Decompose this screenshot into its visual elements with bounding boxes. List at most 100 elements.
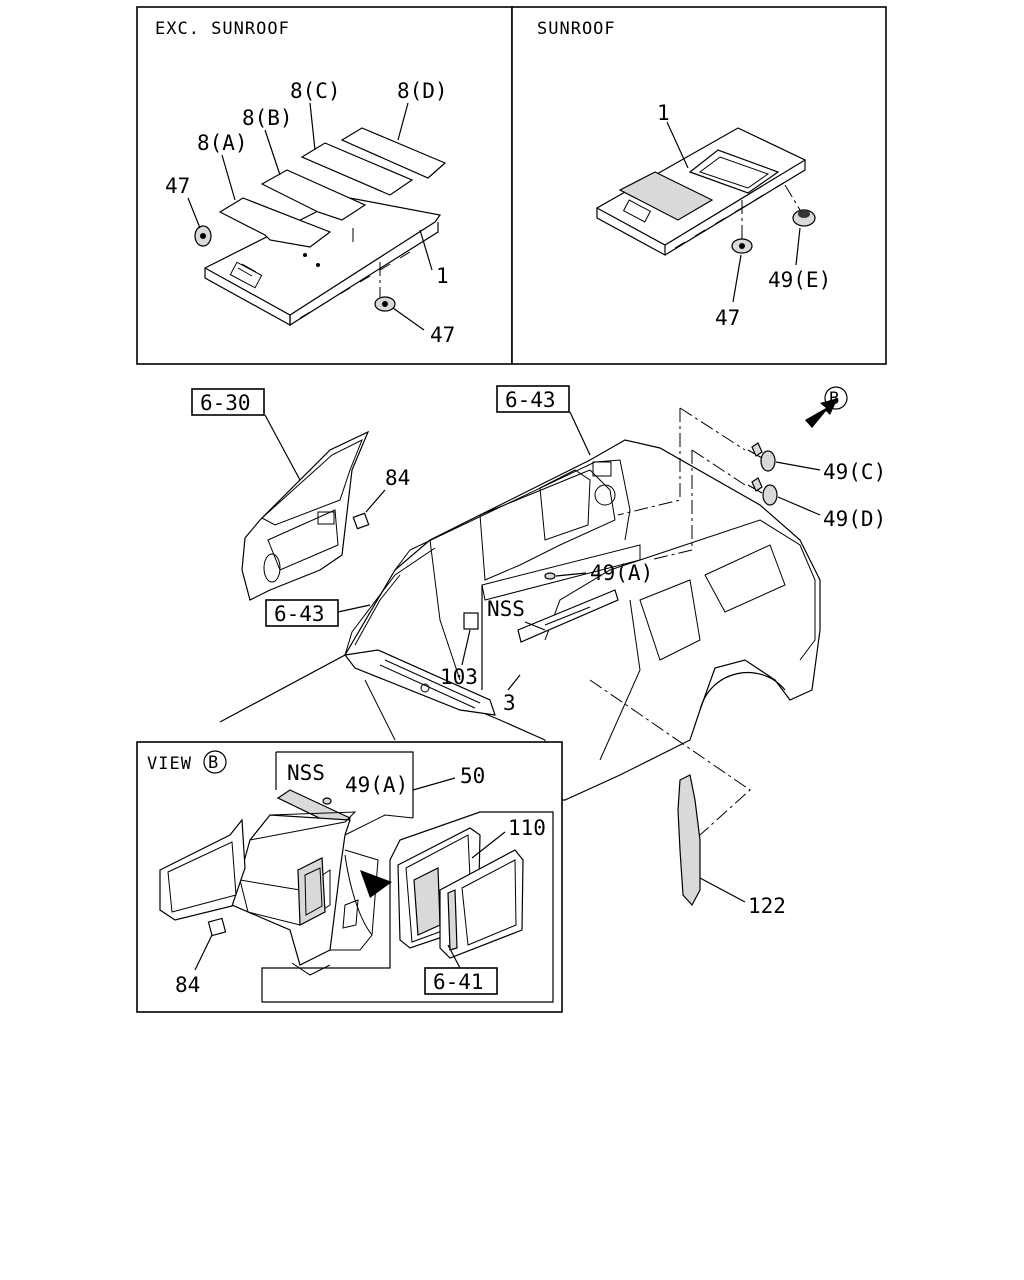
sunroof-lamp-cutout [622,199,652,223]
leader-122 [699,877,746,903]
pad-8a [218,197,332,248]
callout-8d: 8(D) [397,79,448,103]
view-b-title: VIEW [147,754,192,774]
sunroof-title: SUNROOF [537,19,616,39]
ref-6-30: 6-30 [200,391,251,415]
front-door-handle [317,511,335,525]
clip-47-top-center [200,233,206,239]
exc-sunroof-panel: EXC. SUNROOF 8(D) 8(C) 8(B) [136,6,513,365]
callout-49c: 49(C) [823,460,886,484]
vehicle-roofline-inner [394,459,631,571]
sunroof-panel: SUNROOF 1 49(E) 47 [511,6,887,365]
inset-pointer-arrow [360,870,392,898]
view-b-circle [824,386,848,410]
lower-quarter-line [364,679,396,741]
leader-49d [777,496,821,516]
leader-84-top [365,489,386,513]
clip-49a-view [322,797,332,805]
callout-49e: 49(E) [768,268,831,292]
sunroof-headliner-side [664,160,806,256]
glass-edge-seal [447,889,458,951]
ref-6-43-top-box [496,385,570,413]
tailgate-trim [167,841,237,913]
clip-49c-guide [617,408,681,516]
leader-50 [412,777,456,791]
front-door [241,430,370,601]
leader-103 [461,629,471,666]
cargo-roof-edge [249,811,357,841]
callout-84-top: 84 [385,466,410,490]
callout-49a-main: 49(A) [590,561,653,585]
front-door-speaker [263,553,281,583]
leader-6-30 [264,414,301,481]
callout-47-top-left: 47 [165,174,190,198]
clip-47-right-center [739,243,745,249]
headliner-lamp-detail [237,263,257,277]
vehicle-a-pillar-trim [354,574,401,646]
sunroof-shade [618,171,714,221]
headliner-lamp-cutout [229,261,263,289]
callout-b-top: B [829,389,839,409]
callout-8b: 8(B) [242,106,293,130]
leader-6-43-left [337,604,371,613]
ref-6-41-box [424,967,498,995]
callout-50: 50 [460,764,485,788]
headliner-side [289,222,439,327]
callout-49a-view: 49(A) [345,773,408,797]
nss-strip-detail [544,606,591,626]
ref-6-43-left: 6-43 [274,602,325,626]
sunroof-headliner-ribs [674,181,786,249]
vehicle-rear-panel [544,519,816,661]
clip-49c-guide-2 [679,407,746,451]
leader-8b [264,129,281,176]
leader-8d [397,102,409,141]
vehicle-a-pillar [344,547,436,656]
part-84-top [352,512,370,530]
nss-subbox-top [276,751,414,818]
callout-47-bottom-left: 47 [430,323,455,347]
sill-bolt [420,683,430,693]
sunroof-headliner-edge [596,208,666,257]
headliner-hole-2 [303,253,307,257]
clip-47-bottom-center [382,301,388,307]
sunroof-cap-guide [784,184,801,211]
headliner-ribs [299,251,411,319]
callout-110: 110 [508,816,546,840]
clip-49a-main [544,572,556,580]
leader-3 [507,674,521,691]
leader-47-right [732,254,742,303]
pillar-trim-122 [677,774,701,907]
pad-8d [340,127,447,179]
callout-1-left: 1 [436,264,449,288]
callout-1-right: 1 [657,101,670,125]
callout-103: 103 [440,665,478,689]
ref-6-30-box [191,388,265,416]
leader-49e [795,227,801,266]
sunroof-glass [698,156,770,189]
cargo-side-window [304,867,323,916]
callout-b-view: B [208,753,218,773]
clip-49d-guide-2 [691,449,746,486]
main-vehicle-view: 6-30 84 6-43 6-43 [191,385,886,918]
leader-8a [221,154,236,201]
callout-3: 3 [503,691,516,715]
leader-8c [309,102,316,151]
cap-49e-top [798,210,810,218]
leader-49a-main [555,572,587,577]
leader-47-top [187,197,201,229]
ref-6-43-top: 6-43 [505,388,556,412]
rear-window-1 [639,579,701,661]
view-b-inset-circle [203,750,227,774]
exc-sunroof-title: EXC. SUNROOF [155,19,290,39]
tail-lamp [342,899,359,929]
leader-6-43-top [569,411,591,456]
front-door-trim [267,509,339,571]
leader-49c [775,461,821,471]
rear-wheel-arch [699,672,786,711]
glass-panel-inner [461,859,517,946]
pad-8b [260,169,367,221]
exc-sunroof-frame [136,6,513,365]
vehicle-quarter-window [539,469,591,541]
rear-window-2 [704,544,786,613]
